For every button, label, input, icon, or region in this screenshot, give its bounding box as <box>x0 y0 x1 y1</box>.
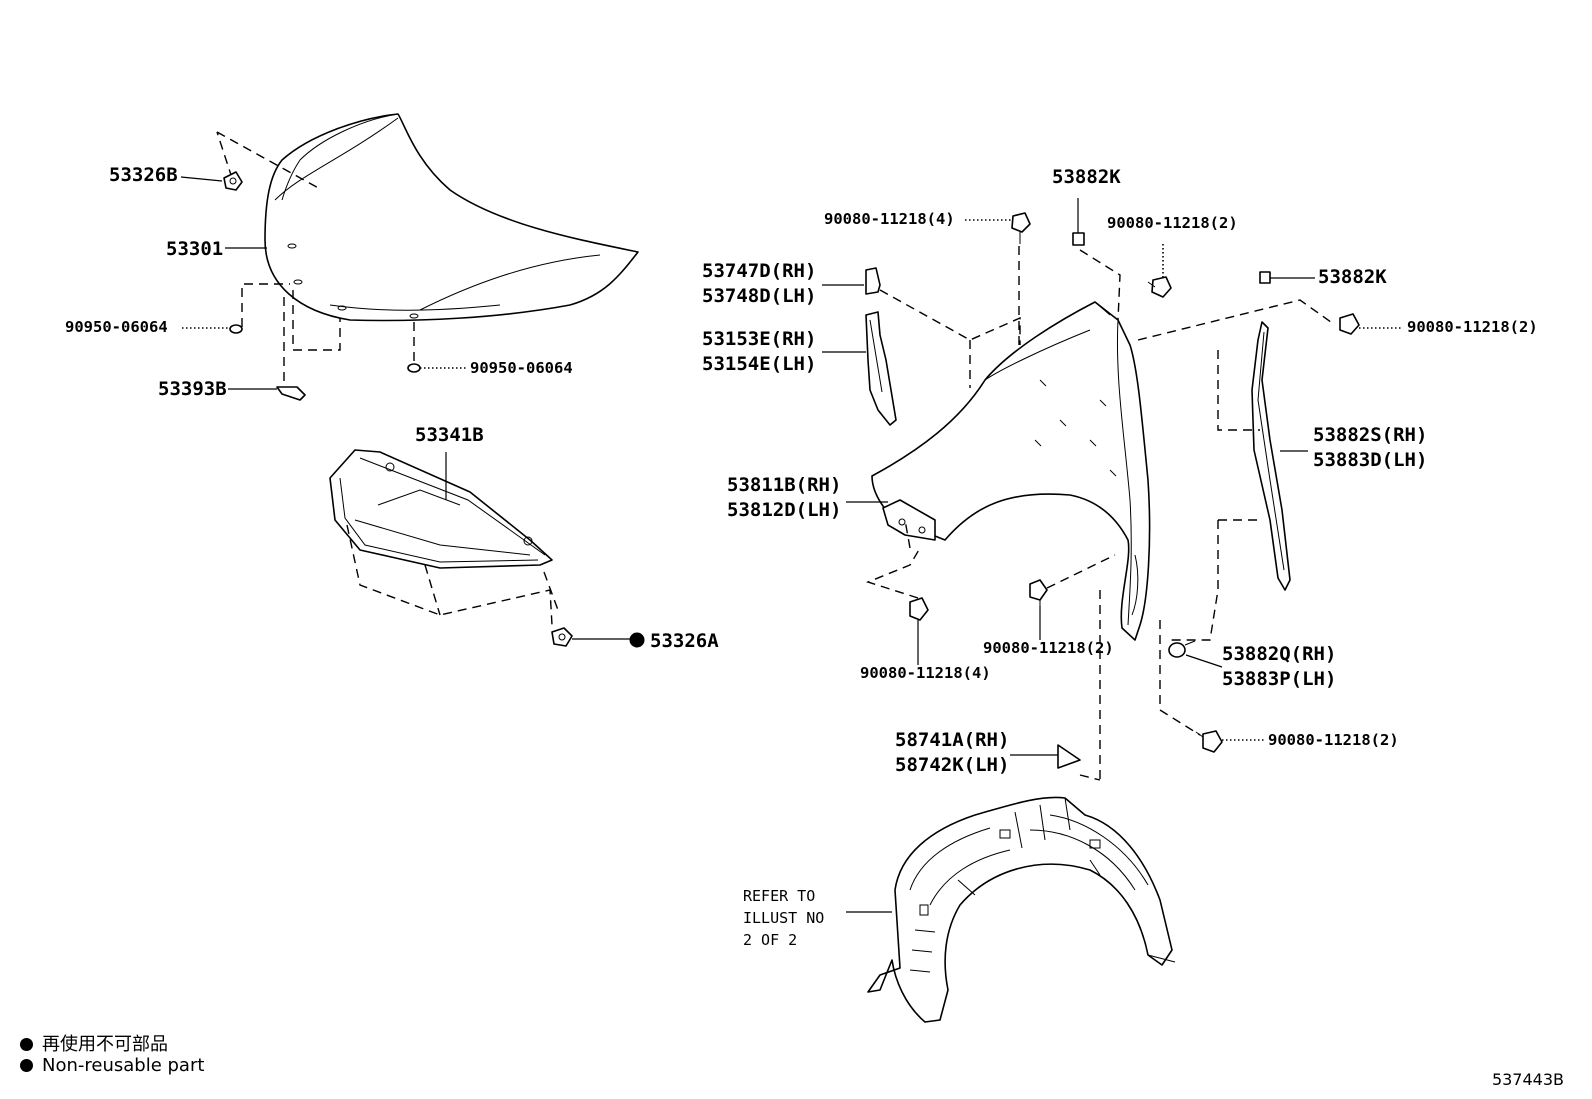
label-53882s-rh: 53882S(RH) <box>1313 424 1428 446</box>
hood-insulator-tray <box>329 449 553 569</box>
fender-seal-icon <box>865 311 897 426</box>
legend-dot-icon <box>20 1059 33 1072</box>
fender-inner-liner <box>867 796 1176 1023</box>
label-90950-06064-left: 90950-06064 <box>65 318 168 336</box>
label-53326b: 53326B <box>109 164 178 186</box>
label-53748d-lh: 53748D(LH) <box>702 285 817 307</box>
label-53883p-lh: 53883P(LH) <box>1222 668 1337 690</box>
clip-53326b-icon <box>223 171 243 191</box>
bolt-bottom-right-icon <box>1195 730 1223 753</box>
label-53154e-lh: 53154E(LH) <box>702 353 817 375</box>
bolt-lower-left-icon <box>909 597 929 621</box>
label-53747d-rh: 53747D(RH) <box>702 260 817 282</box>
bolt-right-icon <box>1339 313 1360 335</box>
pad-53882k-top-icon <box>1072 232 1085 246</box>
refer-note: REFER TO ILLUST NO 2 OF 2 <box>743 887 825 949</box>
bolt-top-icon <box>1011 212 1031 244</box>
label-90080-11218-2-mid: 90080-11218(2) <box>983 639 1114 657</box>
bolt-top-right-icon <box>1147 276 1172 298</box>
label-90080-11218-2-right: 90080-11218(2) <box>1407 318 1538 336</box>
label-53326a: 53326A <box>650 630 719 652</box>
label-90080-11218-2-top: 90080-11218(2) <box>1107 214 1238 232</box>
label-90080-11218-2-bottom: 90080-11218(2) <box>1268 731 1399 749</box>
legend-text-jp: 再使用不可部品 <box>42 1034 168 1055</box>
legend-dot-icon <box>20 1038 33 1051</box>
non-reusable-marker-icon <box>629 632 645 648</box>
diagram-id: 537443B <box>1491 1070 1564 1089</box>
legend-line-en: Non-reusable part <box>20 1055 204 1076</box>
grommet-left-icon <box>229 324 243 334</box>
label-53882k-right: 53882K <box>1318 266 1387 288</box>
legend-line-jp: 再使用不可部品 <box>20 1030 168 1056</box>
grommet-53882q-icon <box>1168 640 1196 658</box>
bolt-mid-icon <box>1029 579 1048 606</box>
clip-53326a-icon <box>551 627 573 647</box>
front-fender-panel <box>871 301 1151 641</box>
label-90080-11218-4-bottom: 90080-11218(4) <box>860 664 991 682</box>
label-90950-06064-right: 90950-06064 <box>470 359 573 377</box>
label-53811b-rh: 53811B(RH) <box>727 474 842 496</box>
label-53393b: 53393B <box>158 378 227 400</box>
bracket-53393b-icon <box>276 386 306 401</box>
label-90080-11218-4-top: 90080-11218(4) <box>824 210 955 228</box>
caution-label-icon <box>1057 744 1081 769</box>
label-53882q-rh: 53882Q(RH) <box>1222 643 1337 665</box>
label-58741a-rh: 58741A(RH) <box>895 729 1010 751</box>
label-53301: 53301 <box>166 238 224 260</box>
label-53883d-lh: 53883D(LH) <box>1313 449 1428 471</box>
label-53812d-lh: 53812D(LH) <box>727 499 842 521</box>
grommet-right-icon <box>407 363 421 373</box>
legend-text-en: Non-reusable part <box>42 1055 205 1076</box>
label-58742k-lh: 58742K(LH) <box>895 754 1010 776</box>
fender-liner-seal-icon <box>1251 321 1291 591</box>
fender-bracket-icon <box>882 499 936 541</box>
hood-panel <box>264 113 639 322</box>
label-53341b: 53341B <box>415 424 484 446</box>
pad-53882k-right-icon <box>1259 271 1271 284</box>
label-53882k-top: 53882K <box>1052 166 1121 188</box>
label-53153e-rh: 53153E(RH) <box>702 328 817 350</box>
fender-cap-icon <box>865 267 881 295</box>
